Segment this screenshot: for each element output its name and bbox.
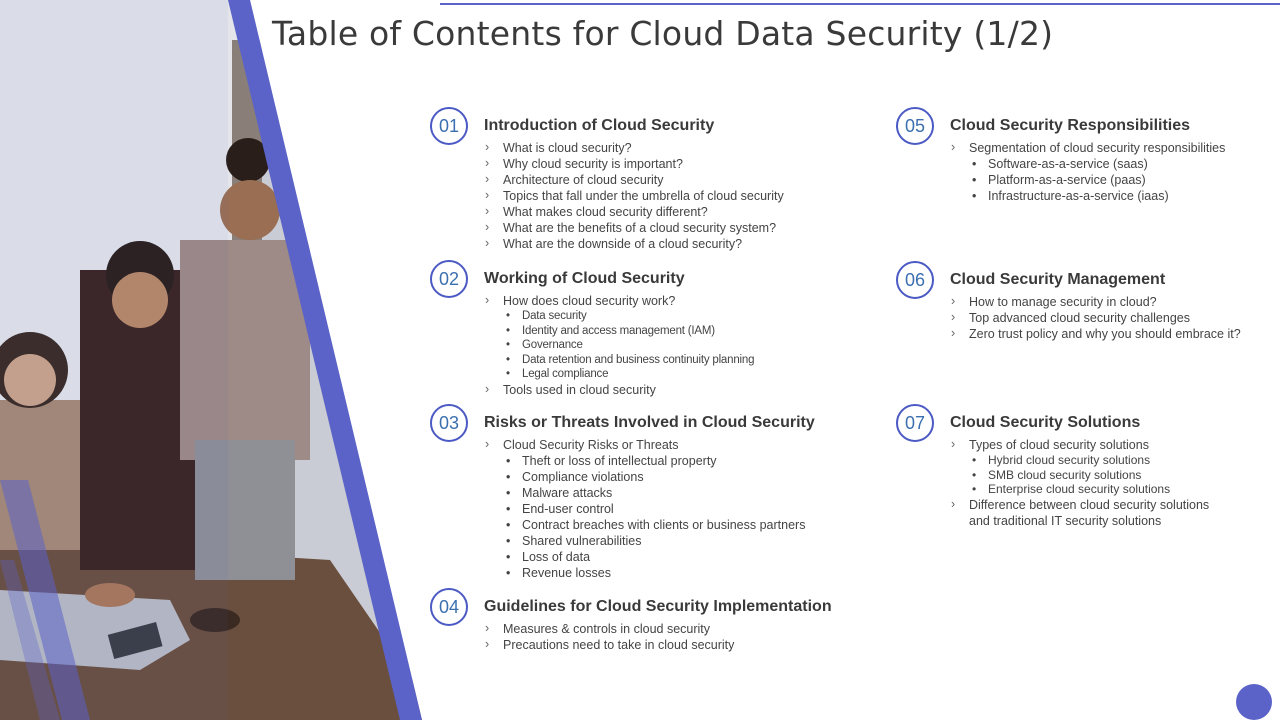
page-title: Table of Contents for Cloud Data Securit… — [272, 14, 1054, 53]
section-title: Cloud Security Responsibilities — [950, 117, 1191, 134]
section-title: Guidelines for Cloud Security Implementa… — [484, 598, 832, 615]
list-item: Enterprise cloud security solutions — [950, 482, 1209, 497]
section-item-list: How to manage security in cloud? Top adv… — [950, 293, 1241, 342]
list-item: What is cloud security? — [484, 139, 784, 156]
section-number-badge: 01 — [430, 107, 468, 145]
section-item-list: Cloud Security Risks or Threats Theft or… — [484, 436, 805, 581]
list-item: Hybrid cloud security solutions — [950, 453, 1209, 468]
list-item: How does cloud security work? — [484, 292, 754, 309]
section-item-list: Types of cloud security solutions Hybrid… — [950, 436, 1209, 529]
list-item: Infrastructure-as-a-service (iaas) — [950, 188, 1225, 204]
list-item: What are the benefits of a cloud securit… — [484, 219, 784, 236]
list-item: Contract breaches with clients or busine… — [484, 517, 805, 533]
list-item: End-user control — [484, 501, 805, 517]
section-title: Cloud Security Management — [950, 271, 1166, 288]
list-item: Software-as-a-service (saas) — [950, 156, 1225, 172]
list-item: Tools used in cloud security — [484, 381, 754, 398]
section-item-list: Segmentation of cloud security responsib… — [950, 139, 1225, 204]
section-item-list: Measures & controls in cloud security Pr… — [484, 620, 734, 653]
list-item: Identity and access management (IAM) — [484, 324, 754, 339]
section-title: Introduction of Cloud Security — [484, 117, 715, 134]
list-item: Legal compliance — [484, 367, 754, 382]
list-item: Top advanced cloud security challenges — [950, 309, 1241, 326]
list-item: Data retention and business continuity p… — [484, 353, 754, 368]
list-item: Shared vulnerabilities — [484, 533, 805, 549]
list-item: Types of cloud security solutions — [950, 436, 1209, 453]
section-title: Cloud Security Solutions — [950, 414, 1141, 431]
section-number-badge: 02 — [430, 260, 468, 298]
list-item: Topics that fall under the umbrella of c… — [484, 187, 784, 204]
list-item: What makes cloud security different? — [484, 203, 784, 220]
section-number-badge: 05 — [896, 107, 934, 145]
list-item: SMB cloud security solutions — [950, 468, 1209, 483]
list-item: Why cloud security is important? — [484, 155, 784, 172]
section-item-list: How does cloud security work? Data secur… — [484, 292, 754, 398]
corner-circle-decoration — [1236, 684, 1272, 720]
list-item: Measures & controls in cloud security — [484, 620, 734, 637]
section-item-list: What is cloud security? Why cloud securi… — [484, 139, 784, 252]
section-number-badge: 06 — [896, 261, 934, 299]
section-title: Risks or Threats Involved in Cloud Secur… — [484, 414, 815, 431]
section-title: Working of Cloud Security — [484, 270, 685, 287]
list-item: Governance — [484, 338, 754, 353]
list-item: Compliance violations — [484, 469, 805, 485]
section-number-badge: 07 — [896, 404, 934, 442]
list-item: Cloud Security Risks or Threats — [484, 436, 805, 453]
list-item: Difference between cloud security soluti… — [950, 496, 1209, 513]
list-item: Zero trust policy and why you should emb… — [950, 325, 1241, 342]
list-item: Precautions need to take in cloud securi… — [484, 636, 734, 653]
list-item: Segmentation of cloud security responsib… — [950, 139, 1225, 156]
list-item: Theft or loss of intellectual property — [484, 453, 805, 469]
section-number-badge: 04 — [430, 588, 468, 626]
list-item: Architecture of cloud security — [484, 171, 784, 188]
list-item: How to manage security in cloud? — [950, 293, 1241, 310]
team-photo — [0, 0, 440, 720]
list-item: Loss of data — [484, 549, 805, 565]
list-item: and traditional IT security solutions — [969, 513, 1162, 528]
list-item: Revenue losses — [484, 565, 805, 581]
list-item: What are the downside of a cloud securit… — [484, 235, 784, 252]
list-item: Malware attacks — [484, 485, 805, 501]
list-item: Data security — [484, 309, 754, 324]
section-number-badge: 03 — [430, 404, 468, 442]
top-accent-line — [250, 3, 1280, 5]
list-item: Platform-as-a-service (paas) — [950, 172, 1225, 188]
